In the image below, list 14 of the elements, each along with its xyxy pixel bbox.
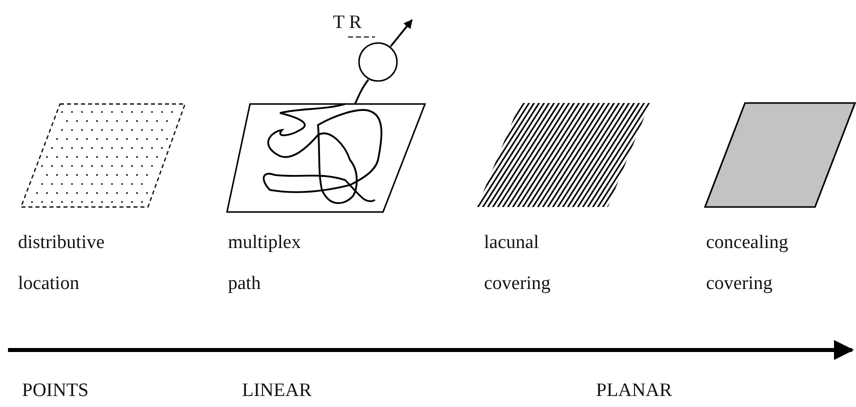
connector-line [354, 79, 370, 104]
axis-label: PLANAR [596, 380, 672, 402]
node-label: concealing covering [706, 231, 788, 296]
axis-label: POINTS [22, 380, 89, 402]
filled-plane-drawing [704, 102, 856, 208]
node-label: multiplex path [228, 231, 301, 296]
arrow [390, 19, 413, 48]
trajector-label: T R [333, 12, 362, 34]
circle-node [358, 42, 398, 82]
dotted-plane-drawing [20, 103, 186, 208]
axis-label: LINEAR [242, 380, 312, 402]
node-label: distributive location [18, 231, 105, 296]
path-plane-drawing [226, 103, 426, 213]
node-label: lacunal covering [484, 231, 550, 296]
